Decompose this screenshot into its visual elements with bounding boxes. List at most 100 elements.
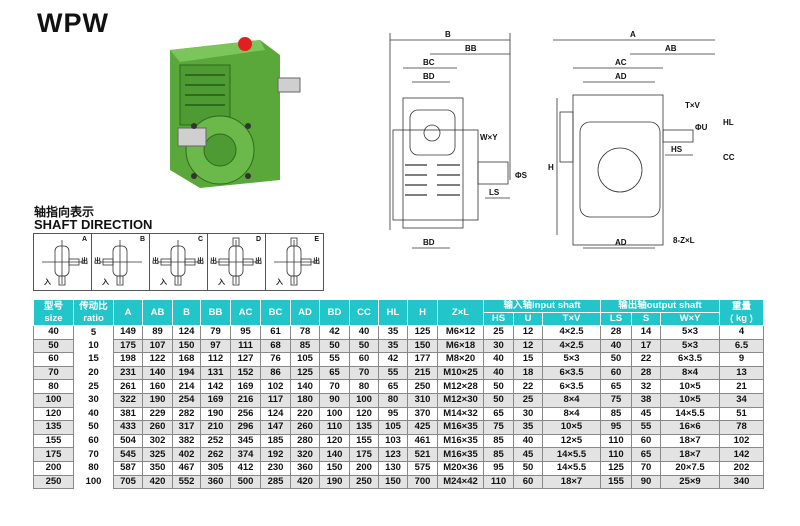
- table-cell: 140: [142, 365, 173, 381]
- table-cell: 169: [230, 379, 261, 394]
- table-cell: M6×12: [437, 325, 484, 340]
- table-cell: 5×3: [660, 338, 720, 354]
- table-cell: 705: [113, 474, 143, 490]
- table-cell: 175: [113, 338, 143, 354]
- table-cell: 45: [513, 447, 543, 462]
- table-cell: 95: [483, 460, 514, 476]
- table-cell: 85: [290, 338, 320, 354]
- cell-size: 120: [33, 406, 74, 422]
- table-cell: 149: [113, 325, 143, 340]
- table-cell: 135: [349, 420, 379, 435]
- table-cell: 142: [200, 379, 231, 394]
- header-ad: AD: [290, 299, 320, 326]
- table-cell: 127: [230, 352, 261, 367]
- table-cell: 125: [290, 365, 320, 381]
- table-cell: 150: [378, 474, 408, 490]
- table-cell: 420: [290, 474, 320, 490]
- table-cell: 110: [600, 447, 632, 462]
- cell-size: 175: [33, 447, 74, 462]
- dim-ls-label: LS: [489, 188, 500, 197]
- table-cell: 192: [260, 447, 291, 462]
- table-cell: 5×3: [660, 325, 720, 340]
- table-cell: 105: [290, 352, 320, 367]
- table-cell: 322: [113, 392, 143, 408]
- table-cell: 45: [631, 406, 661, 422]
- table-cell: 142: [719, 447, 764, 462]
- table-cell: 260: [290, 420, 320, 435]
- table-cell: 35: [513, 420, 543, 435]
- header-ac: AC: [230, 299, 261, 326]
- cell-ratio: 50: [73, 420, 114, 435]
- table-cell: 95: [378, 406, 408, 422]
- header-ratio-cn: 传动比: [79, 300, 108, 312]
- table-cell: 15: [513, 352, 543, 367]
- table-cell: 461: [407, 433, 438, 449]
- table-cell: 16×6: [660, 420, 720, 435]
- table-cell: 21: [719, 379, 764, 394]
- table-cell: 14×5.5: [542, 447, 601, 462]
- table-cell: 65: [378, 379, 408, 394]
- input-marker: 入: [218, 279, 225, 286]
- table-cell: M14×32: [437, 406, 484, 422]
- table-cell: 220: [290, 406, 320, 422]
- table-cell: 10×5: [660, 379, 720, 394]
- table-cell: 420: [142, 474, 173, 490]
- output-marker: 出: [152, 258, 159, 265]
- header-output-shaft: 输出轴output shaft: [600, 299, 720, 313]
- header-txv: T×V: [542, 312, 601, 326]
- cell-size: 135: [33, 420, 74, 435]
- header-hl: HL: [378, 299, 408, 326]
- table-cell: 310: [407, 392, 438, 408]
- table-cell: 50: [600, 352, 632, 367]
- cell-ratio: 100: [73, 475, 114, 489]
- table-cell: 55: [319, 352, 350, 367]
- table-cell: 34: [719, 392, 764, 408]
- table-cell: 50: [513, 460, 543, 476]
- dim-bc-label: BC: [423, 58, 435, 67]
- table-cell: 22: [513, 379, 543, 394]
- table-cell: M10×25: [437, 365, 484, 381]
- table-cell: 50: [483, 379, 514, 394]
- table-cell: 60: [513, 474, 543, 490]
- table-cell: M12×30: [437, 392, 484, 408]
- cell-size: 200: [33, 460, 74, 476]
- table-cell: 6×3.5: [660, 352, 720, 367]
- table-cell: 120: [319, 433, 350, 449]
- table-cell: 100: [349, 392, 379, 408]
- shaft-direction-title-en: SHAFT DIRECTION: [34, 217, 153, 232]
- header-wxy: W×Y: [660, 312, 720, 326]
- input-marker: 入: [44, 279, 51, 286]
- dim-b-label: B: [445, 30, 451, 39]
- table-cell: M8×20: [437, 352, 484, 367]
- table-cell: 545: [113, 447, 143, 462]
- front-view-drawing: A AB AC AD H T×V ΦU HL HS CC AD 8-Z×L: [548, 30, 735, 249]
- table-cell: 55: [631, 420, 661, 435]
- table-cell: 30: [483, 338, 514, 354]
- table-cell: 35: [378, 325, 408, 340]
- header-size-en: size: [44, 312, 63, 324]
- cell-ratio: 20: [73, 366, 114, 380]
- table-cell: 467: [172, 460, 201, 476]
- table-cell: 70: [631, 460, 661, 476]
- table-cell: 160: [142, 379, 173, 394]
- table-cell: 229: [142, 406, 173, 422]
- table-cell: 155: [349, 433, 379, 449]
- cell-ratio: 10: [73, 339, 114, 353]
- table-cell: 231: [113, 365, 143, 381]
- table-cell: 89: [142, 325, 173, 340]
- shaft-direction-title-cn: 轴指向表示: [34, 205, 95, 219]
- table-cell: 12: [513, 338, 543, 354]
- header-hs: HS: [483, 312, 514, 326]
- table-cell: 6×3.5: [542, 365, 601, 381]
- table-cell: 4×2.5: [542, 338, 601, 354]
- cell-size: 80: [33, 379, 74, 394]
- table-cell: 215: [407, 365, 438, 381]
- shaft-layout-icon: [216, 237, 258, 286]
